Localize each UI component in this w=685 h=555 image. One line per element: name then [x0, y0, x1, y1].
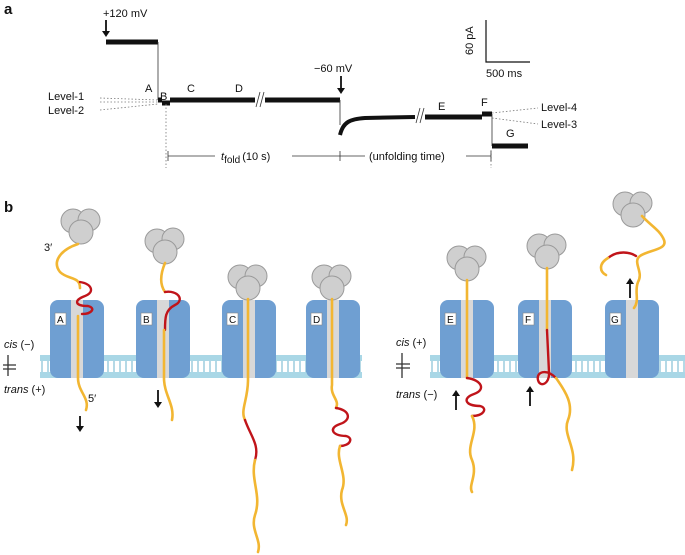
level-3-label: Level-3 — [541, 119, 577, 131]
unfolding-label: (unfolding time) — [369, 151, 445, 163]
strand-G-tail — [599, 256, 610, 277]
trace-break-mark-3 — [415, 107, 421, 124]
level-2-label: Level-2 — [48, 105, 84, 117]
strand-A-folded — [75, 280, 94, 316]
point-E-label: E — [438, 101, 445, 113]
pore-G-label: G — [611, 315, 619, 326]
left-electrode-symbol — [3, 355, 16, 376]
pore-F: F — [518, 300, 572, 378]
pore-D-label: D — [313, 315, 320, 326]
point-C-label: C — [187, 83, 195, 95]
strand-C-lower — [252, 458, 261, 554]
ribosome-B — [144, 227, 185, 265]
ribosome-E — [446, 245, 487, 282]
panel-a-label: a — [4, 1, 13, 18]
end-3-label: 3′ — [44, 242, 52, 254]
strand-B-lower — [162, 328, 174, 422]
right-trans-label: trans (−) — [396, 389, 437, 401]
arrow-up-F — [526, 386, 534, 406]
strand-E-lower — [468, 414, 476, 494]
scale-time-label: 500 ms — [486, 68, 523, 80]
point-A-label: A — [145, 83, 153, 95]
point-G-label: G — [506, 128, 515, 140]
strand-G-folded — [606, 251, 638, 260]
point-D-label: D — [235, 83, 243, 95]
arrow-down-A — [76, 416, 84, 432]
strand-C-upper — [242, 297, 250, 422]
ribosome-C — [227, 264, 268, 301]
trace-break-mark-4 — [419, 107, 425, 124]
scale-current-label: 60 pA — [464, 26, 476, 55]
strand-D-lower — [337, 444, 349, 527]
level-3-guide — [491, 117, 539, 125]
voltage-neg-arrowhead — [337, 88, 345, 94]
trace-rise-E — [338, 115, 416, 136]
level-1-label: Level-1 — [48, 91, 84, 103]
pore-E-label: E — [447, 315, 454, 326]
right-cis-label: cis (+) — [396, 337, 426, 349]
tfold-label: tfold(10 s) — [221, 151, 270, 166]
strand-A-lower — [76, 314, 89, 412]
strand-F-lower — [554, 376, 575, 472]
pore-C-label: C — [229, 315, 236, 326]
strand-G-upper — [632, 214, 666, 310]
ribosome-F — [526, 233, 567, 270]
left-cis-label: cis (−) — [4, 339, 34, 351]
left-trans-label: trans (+) — [4, 384, 45, 396]
arrow-up-G — [626, 278, 634, 298]
pore-G: G — [605, 300, 659, 378]
strand-B-upper — [159, 261, 167, 294]
pore-B-label: B — [143, 315, 150, 326]
end-5-label: 5′ — [88, 393, 96, 405]
strand-A-upper — [55, 242, 82, 290]
pore-A-label: A — [57, 315, 64, 326]
arrow-down-B — [154, 390, 162, 408]
strand-C-folded — [243, 418, 258, 462]
arrow-up-E — [452, 390, 460, 410]
strand-B-folded — [163, 290, 181, 332]
scale-bar — [485, 20, 530, 63]
ribosome-D — [311, 264, 352, 301]
voltage-pos-label: +120 mV — [103, 8, 148, 20]
level-1-guide — [99, 97, 159, 101]
point-F-label: F — [481, 97, 488, 109]
strand-F-folded — [536, 328, 558, 386]
voltage-neg-label: −60 mV — [314, 63, 353, 75]
level-4-label: Level-4 — [541, 102, 577, 114]
trace-break-mark-2 — [259, 91, 265, 108]
right-electrode-symbol — [396, 353, 410, 378]
ribosome-A — [60, 208, 101, 245]
trace-break-mark-1 — [255, 91, 261, 108]
strand-D-upper — [330, 297, 339, 410]
panel-b-label: b — [4, 199, 13, 216]
level-4-guide — [491, 107, 539, 114]
pore-F-label: F — [525, 315, 531, 326]
level-2-guide — [99, 103, 159, 111]
ribosome-G — [612, 191, 653, 228]
strand-D-folded — [331, 406, 352, 448]
voltage-pos-arrowhead — [102, 31, 110, 37]
point-B-label: B — [160, 91, 167, 103]
strand-E-folded — [465, 376, 486, 418]
